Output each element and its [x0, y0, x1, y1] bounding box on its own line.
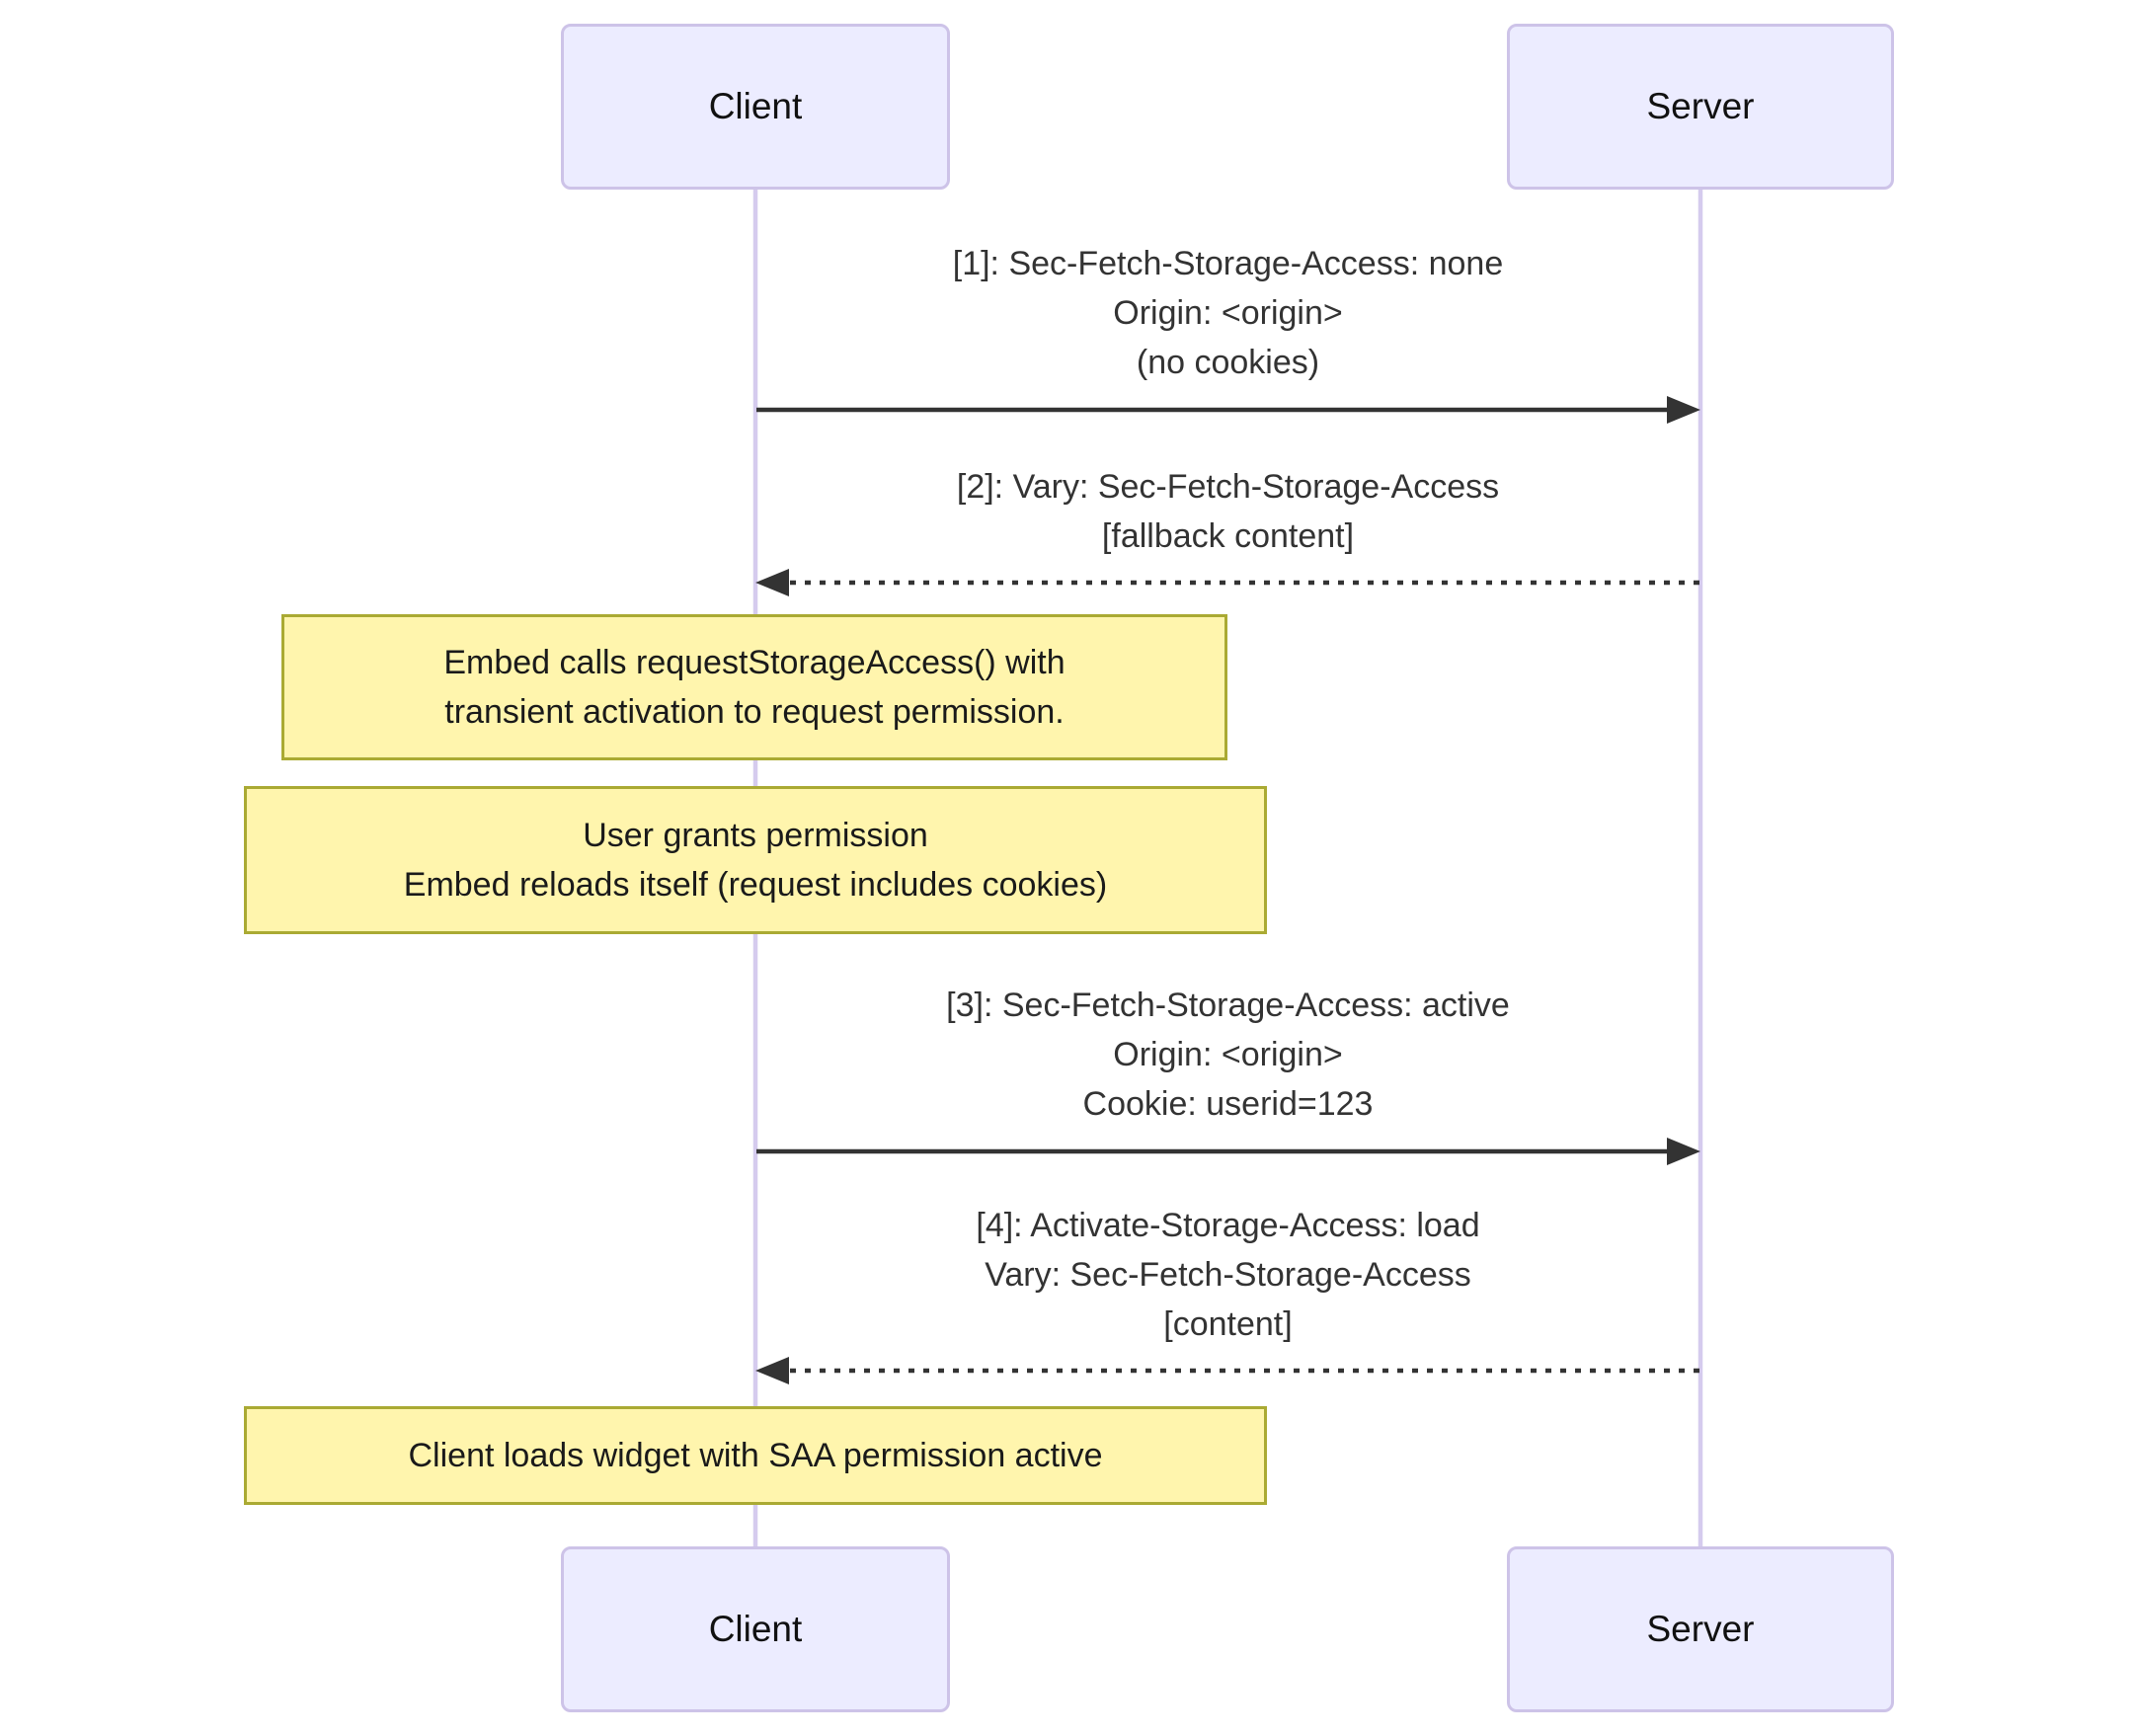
message-line-text: Origin: <origin> [1113, 294, 1343, 332]
message-1-arrowhead-icon [1667, 396, 1700, 424]
message-3-arrowhead-icon [1667, 1138, 1700, 1165]
message-line-text: Cookie: userid=123 [1082, 1085, 1374, 1123]
actor-label: Server [1646, 86, 1755, 126]
message-line-text: Vary: Sec-Fetch-Storage-Access [985, 1256, 1471, 1294]
note-line-text: Embed reloads itself (request includes c… [403, 866, 1108, 904]
message-1-label: [1]: Sec-Fetch-Storage-Access: none Orig… [755, 239, 1700, 387]
message-line-text: [1]: Sec-Fetch-Storage-Access: none [952, 245, 1504, 282]
note-user-grants-permission: User grants permission Embed reloads its… [244, 786, 1267, 934]
message-4-label: [4]: Activate-Storage-Access: load Vary:… [755, 1201, 1700, 1349]
note-line-text: transient activation to request permissi… [444, 693, 1065, 731]
message-line-text: [fallback content] [1101, 517, 1355, 555]
note-line-text: Embed calls requestStorageAccess() with [443, 644, 1066, 681]
message-4-arrowhead-icon [755, 1357, 789, 1384]
note-line-text: User grants permission [583, 817, 928, 854]
message-2-label: [2]: Vary: Sec-Fetch-Storage-Access [fal… [755, 462, 1700, 561]
message-2-arrowhead-icon [755, 569, 789, 596]
note-line-text: Client loads widget with SAA permission … [408, 1437, 1103, 1474]
note-request-storage-access: Embed calls requestStorageAccess() with … [281, 614, 1227, 760]
actor-top-client: Client [561, 24, 950, 190]
actor-label: Client [708, 1609, 803, 1649]
message-line-text: [2]: Vary: Sec-Fetch-Storage-Access [956, 468, 1500, 506]
actor-bottom-server: Server [1507, 1546, 1894, 1712]
message-line-text: (no cookies) [1136, 344, 1320, 381]
message-line-text: Origin: <origin> [1113, 1036, 1343, 1073]
message-3-label: [3]: Sec-Fetch-Storage-Access: active Or… [755, 981, 1700, 1129]
note-client-loads-widget: Client loads widget with SAA permission … [244, 1406, 1267, 1505]
message-line-text: [3]: Sec-Fetch-Storage-Access: active [946, 986, 1510, 1024]
actor-label: Server [1646, 1609, 1755, 1649]
actor-label: Client [708, 86, 803, 126]
actor-top-server: Server [1507, 24, 1894, 190]
message-line-text: [content] [1163, 1305, 1293, 1343]
message-line-text: [4]: Activate-Storage-Access: load [976, 1207, 1480, 1244]
actor-bottom-client: Client [561, 1546, 950, 1712]
